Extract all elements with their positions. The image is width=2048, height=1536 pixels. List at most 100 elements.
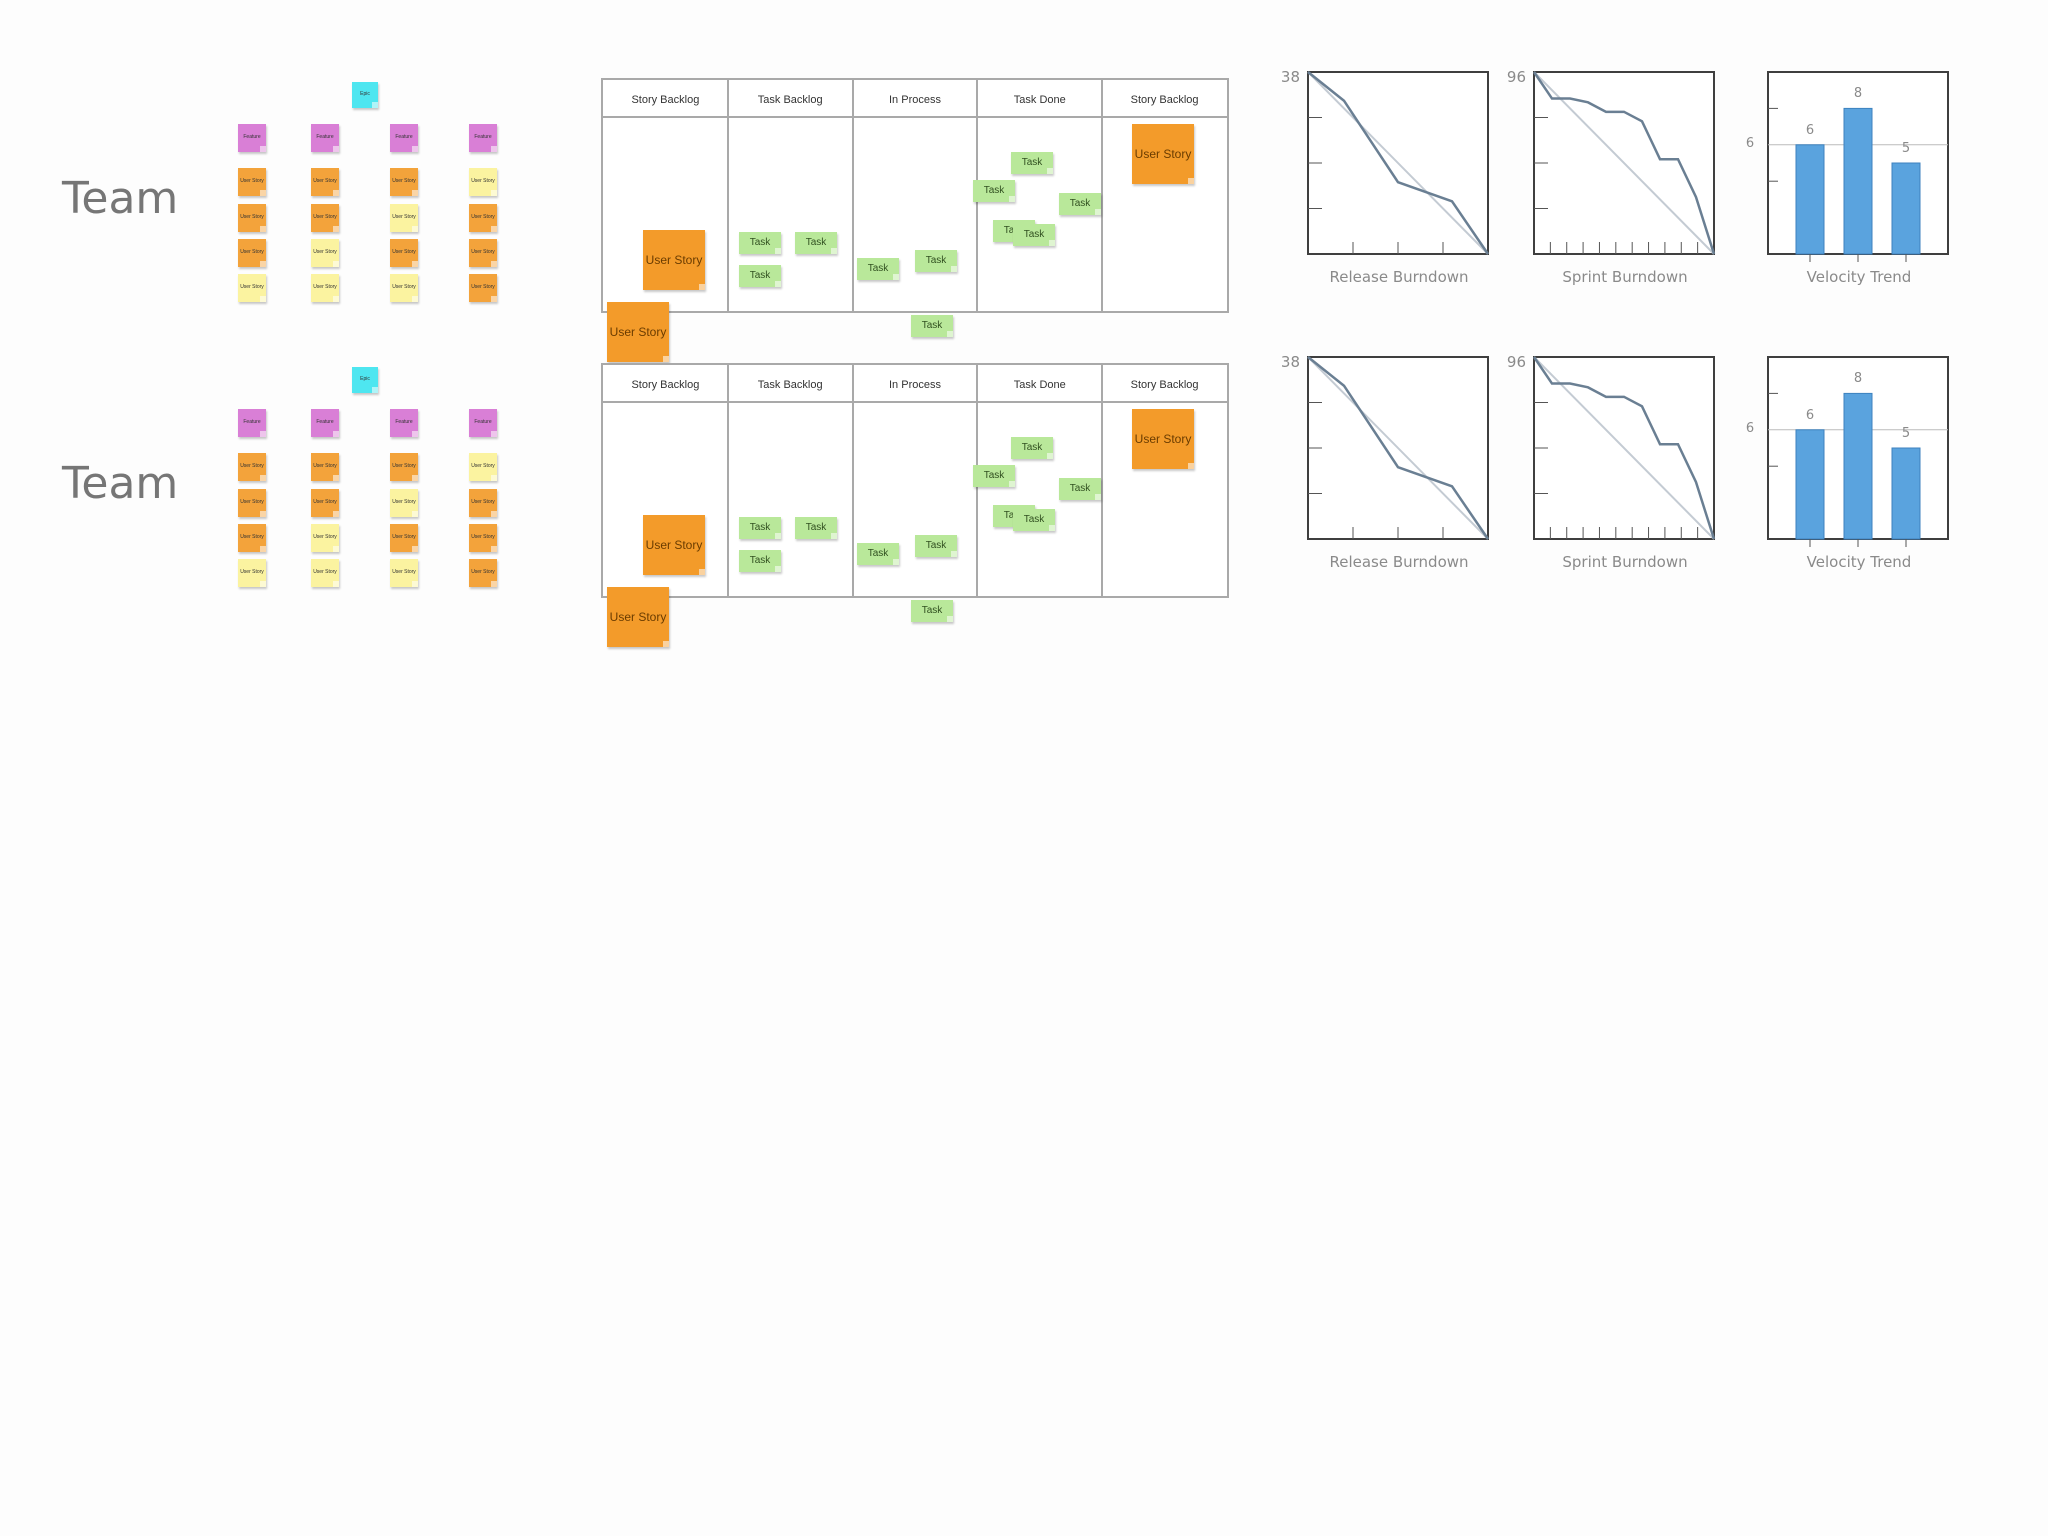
user-story-sticky: User Story xyxy=(238,453,266,481)
chart-svg xyxy=(1767,71,1949,262)
task-note: Task xyxy=(739,232,781,254)
team-label: Team xyxy=(62,173,179,224)
bar-value-label: 8 xyxy=(1853,371,1863,387)
feature-sticky: Feature xyxy=(469,409,497,437)
task-note: Task xyxy=(1059,193,1101,215)
feature-sticky: Feature xyxy=(390,409,418,437)
velocity-bar xyxy=(1891,447,1921,540)
user-story-sticky: User Story xyxy=(390,168,418,196)
user-story-sticky: User Story xyxy=(311,274,339,302)
user-story-sticky: User Story xyxy=(390,489,418,517)
chart-svg xyxy=(1767,356,1949,547)
task-note: Task xyxy=(973,465,1015,487)
bar-value-label: 5 xyxy=(1901,141,1911,156)
user-story-sticky: User Story xyxy=(390,274,418,302)
task-note: Task xyxy=(739,550,781,572)
task-note: Task xyxy=(911,315,953,337)
task-note: Task xyxy=(857,543,899,565)
user-story-sticky: User Story xyxy=(469,204,497,232)
ideal-burndown-line xyxy=(1307,356,1489,540)
user-story-sticky: User Story xyxy=(238,489,266,517)
chart-caption: Release Burndown xyxy=(1329,553,1469,571)
kanban-column-title: Task Backlog xyxy=(757,379,823,391)
kanban-column-title: Story Backlog xyxy=(1130,94,1199,106)
user-story-sticky: User Story xyxy=(311,168,339,196)
team-label: Team xyxy=(62,458,179,509)
ideal-burndown-line xyxy=(1533,71,1715,255)
feature-sticky: Feature xyxy=(311,409,339,437)
feature-sticky: Feature xyxy=(390,124,418,152)
user-story-sticky: User Story xyxy=(238,559,266,587)
user-story-sticky: User Story xyxy=(238,274,266,302)
y-axis-label: 6 xyxy=(1745,420,1755,436)
actual-burndown-line xyxy=(1307,71,1490,255)
kanban-column-title: Story Backlog xyxy=(631,379,700,391)
user-story-sticky: User Story xyxy=(311,239,339,267)
chart-caption: Release Burndown xyxy=(1329,268,1469,286)
feature-sticky: Feature xyxy=(238,124,266,152)
y-top-label: 38 xyxy=(1280,68,1300,86)
story-note: User Story xyxy=(1132,124,1194,184)
bar-value-label: 8 xyxy=(1853,86,1863,102)
user-story-sticky: User Story xyxy=(469,559,497,587)
chart-caption: Velocity Trend xyxy=(1806,553,1912,571)
chart-svg xyxy=(1532,356,1716,540)
kanban-column-title: Story Backlog xyxy=(631,94,700,106)
bar-value-label: 5 xyxy=(1901,426,1911,441)
user-story-sticky: User Story xyxy=(311,453,339,481)
task-note: Task xyxy=(973,180,1015,202)
kanban-column-divider xyxy=(726,80,729,311)
user-story-sticky: User Story xyxy=(469,489,497,517)
user-story-sticky: User Story xyxy=(311,524,339,552)
kanban-column-divider xyxy=(851,365,854,596)
task-note: Task xyxy=(1013,509,1055,531)
bar-value-label: 6 xyxy=(1805,407,1815,423)
kanban-column-title: In Process xyxy=(889,379,941,391)
user-story-sticky: User Story xyxy=(469,524,497,552)
velocity-bar xyxy=(1795,429,1825,540)
user-story-sticky: User Story xyxy=(469,453,497,481)
story-note: User Story xyxy=(643,515,705,575)
kanban-column-divider xyxy=(1101,80,1104,311)
user-story-sticky: User Story xyxy=(390,239,418,267)
task-note: Task xyxy=(739,265,781,287)
user-story-sticky: User Story xyxy=(238,168,266,196)
ideal-burndown-line xyxy=(1533,356,1715,540)
user-story-sticky: User Story xyxy=(238,239,266,267)
kanban-header xyxy=(603,80,1227,118)
task-note: Task xyxy=(795,517,837,539)
user-story-sticky: User Story xyxy=(311,559,339,587)
user-story-sticky: User Story xyxy=(390,204,418,232)
user-story-sticky: User Story xyxy=(390,559,418,587)
user-story-sticky: User Story xyxy=(469,239,497,267)
user-story-sticky: User Story xyxy=(390,453,418,481)
epic-sticky: Epic xyxy=(352,82,378,108)
velocity-bar xyxy=(1795,144,1825,255)
feature-sticky: Feature xyxy=(238,409,266,437)
ideal-burndown-line xyxy=(1307,71,1489,255)
epic-sticky: Epic xyxy=(352,367,378,393)
user-story-sticky: User Story xyxy=(238,204,266,232)
actual-burndown-line xyxy=(1307,356,1490,540)
task-note: Task xyxy=(911,600,953,622)
feature-sticky: Feature xyxy=(311,124,339,152)
kanban-column-title: In Process xyxy=(889,94,941,106)
story-note: User Story xyxy=(607,302,669,362)
chart-caption: Velocity Trend xyxy=(1806,268,1912,286)
kanban-column-divider xyxy=(851,80,854,311)
kanban-column-title: Story Backlog xyxy=(1130,379,1199,391)
task-note: Task xyxy=(795,232,837,254)
task-note: Task xyxy=(1011,152,1053,174)
task-note: Task xyxy=(1013,224,1055,246)
user-story-sticky: User Story xyxy=(311,204,339,232)
velocity-bar xyxy=(1843,392,1873,540)
